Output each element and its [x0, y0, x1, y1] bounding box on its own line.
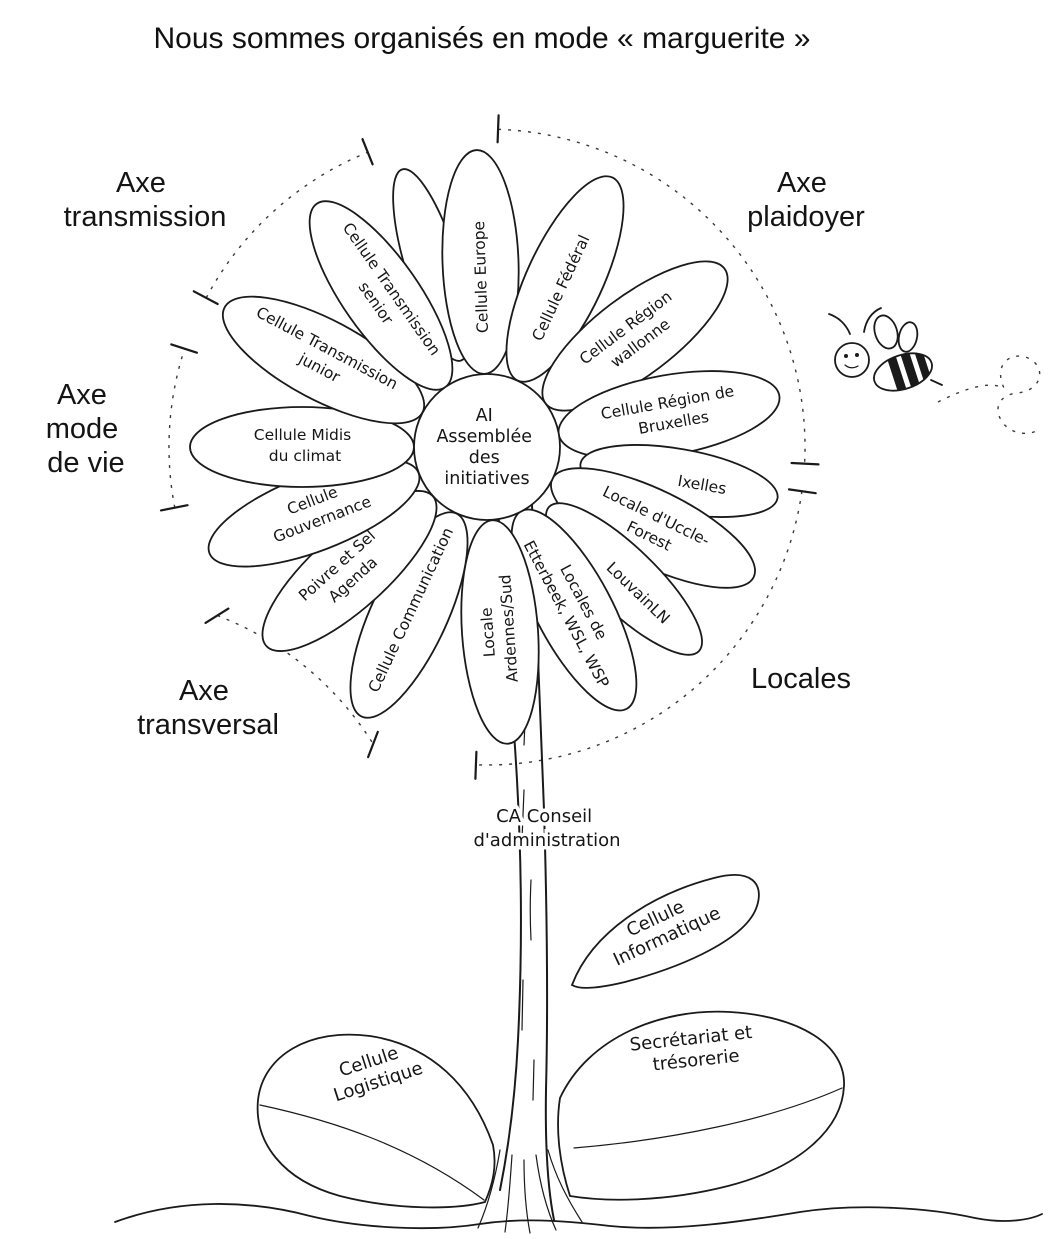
arc-transmission — [205, 151, 369, 299]
flower-center-circle — [413, 373, 561, 521]
stem-texture — [521, 789, 525, 841]
flower: Cellule Europe Cellule Fédéral Cellule R… — [189, 149, 781, 745]
bee-eye — [844, 354, 848, 358]
bee-body — [873, 347, 933, 393]
root-line — [535, 1154, 557, 1231]
bee-eye — [855, 353, 859, 357]
petal-label: Cellule Midis du climat — [254, 426, 356, 465]
petal-cellule-midis-du-climat: Cellule Midis du climat — [189, 406, 415, 488]
arc-tick — [361, 138, 374, 166]
flower-center-label: AI Assemblée des initiatives — [436, 406, 537, 489]
bee-icon — [828, 307, 1041, 435]
petal-cellule-federal: Cellule Fédéral — [505, 175, 625, 383]
axis-label-locales: Locales — [751, 663, 851, 695]
root-line — [547, 1149, 583, 1223]
bee-smile — [844, 364, 859, 369]
arc-tick — [367, 730, 379, 759]
axis-label-transmission: Axe transmission — [64, 167, 227, 233]
petal-cellule-europe: Cellule Europe — [441, 149, 520, 375]
stem-texture — [521, 979, 524, 1031]
roots — [477, 1149, 583, 1234]
stem-texture — [529, 879, 532, 941]
bee-antenna — [863, 307, 882, 333]
bee-wing — [873, 314, 899, 350]
axis-labels: Axe transmission Axe plaidoyer Axe mode … — [46, 167, 865, 741]
leaf-vein — [259, 1104, 485, 1201]
arc-tick — [474, 750, 478, 780]
stem-label: CA Conseil d'administration — [473, 806, 620, 851]
axis-label-mode-de-vie: Axe mode de vie — [46, 379, 127, 479]
arc-tick — [787, 488, 817, 495]
flower-center: AI Assemblée des initiatives — [413, 373, 561, 521]
petal-locale-ardennes-sud: Locale Ardennes/Sud — [460, 519, 540, 745]
root-line — [504, 1154, 513, 1233]
root-line — [477, 1149, 501, 1229]
arc-tick — [170, 343, 198, 354]
arc-transversal — [217, 614, 374, 745]
bee-flight-path — [937, 355, 1041, 435]
bee-antenna — [828, 313, 851, 335]
bee-stinger — [930, 379, 943, 386]
axis-label-plaidoyer: Axe plaidoyer — [747, 167, 865, 233]
axis-label-transversal: Axe transversal — [137, 675, 279, 741]
arc-tick — [159, 504, 189, 512]
leaf-secretariat-et-tresorerie: Secrétariat et trésorerie — [557, 1010, 845, 1201]
page-title: Nous sommes organisés en mode « margueri… — [154, 22, 811, 55]
axis-arcs — [159, 114, 820, 780]
arc-tick — [192, 290, 219, 306]
petal-cellule-gouvernance: Cellule Gouvernance — [207, 458, 421, 568]
leaf-cellule-informatique: Cellule Informatique — [570, 874, 760, 989]
leaf-cellule-logistique: Cellule Logistique — [256, 1033, 496, 1209]
leaf-vein — [573, 1087, 843, 1149]
bee-head — [834, 342, 870, 378]
arc-plaidoyer — [498, 128, 806, 464]
root-line — [523, 1159, 531, 1234]
arc-tick — [204, 607, 230, 625]
arc-tick — [496, 114, 500, 144]
leaf-shape — [557, 1010, 845, 1201]
arc-mode-de-vie — [168, 348, 186, 508]
stem-texture — [532, 1059, 535, 1101]
ground-line — [114, 1203, 1043, 1230]
arc-tick — [790, 461, 820, 466]
leaf-shape — [570, 874, 760, 989]
bee-stripes — [886, 347, 933, 393]
leaf-shape — [256, 1033, 496, 1209]
petal-label: Cellule Europe — [470, 221, 492, 334]
bee-wing — [897, 321, 919, 353]
petal-cellule-region-de-bruxelles: Cellule Région de Bruxelles — [557, 370, 781, 460]
